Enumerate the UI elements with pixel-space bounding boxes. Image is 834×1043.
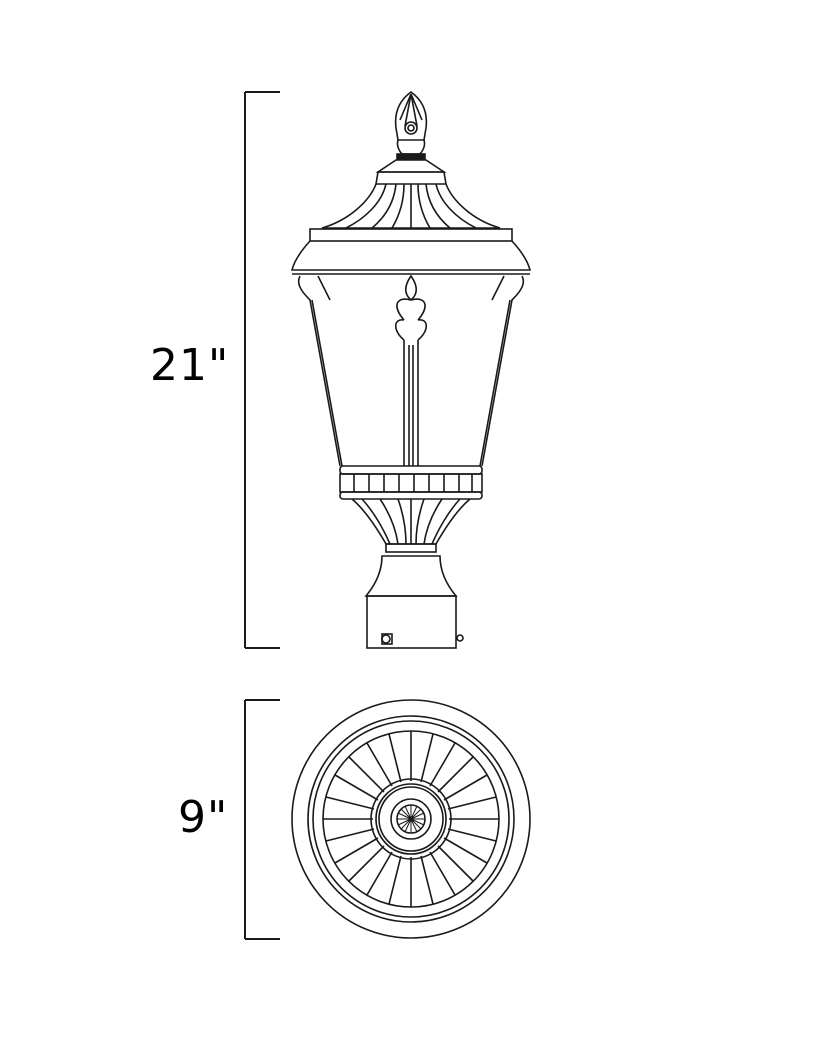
height-bracket — [244, 91, 280, 649]
width-dimension-label: 9" — [178, 792, 229, 843]
width-bracket — [244, 699, 280, 940]
radial-ribs — [323, 731, 499, 907]
roof — [290, 159, 532, 275]
bead-band — [339, 465, 483, 500]
fitter-base — [351, 498, 471, 649]
height-dimension-label: 21" — [150, 340, 230, 391]
finial — [394, 91, 428, 160]
glass-body — [297, 274, 525, 467]
top-view — [291, 699, 531, 939]
